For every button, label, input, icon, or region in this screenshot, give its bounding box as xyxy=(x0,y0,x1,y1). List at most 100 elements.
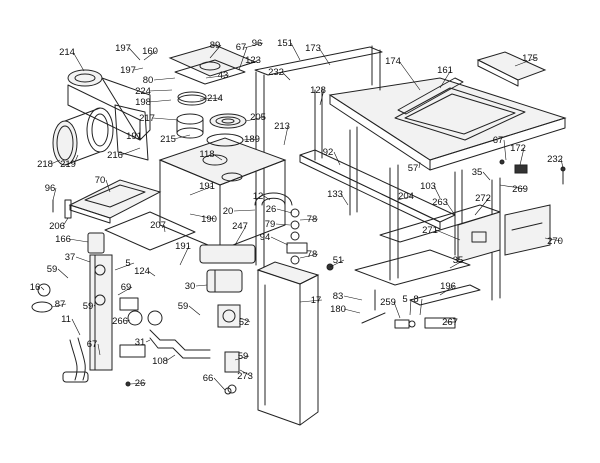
callout-label-213: 213 xyxy=(274,121,290,132)
bolt-259-267 xyxy=(361,312,456,329)
leader-line-52 xyxy=(239,317,251,323)
callout-label-273: 273 xyxy=(237,371,253,382)
leader-line-124 xyxy=(147,270,156,277)
leader-line-205 xyxy=(245,116,265,122)
callout-label-259: 259 xyxy=(380,297,396,308)
leader-line-123 xyxy=(241,59,260,67)
leader-line-80 xyxy=(153,77,176,81)
callout-label-160: 160 xyxy=(142,46,158,57)
callout-label-35: 35 xyxy=(472,167,483,178)
callout-label-103: 103 xyxy=(420,181,436,192)
leader-line-12 xyxy=(263,195,271,201)
callout-label-266: 266 xyxy=(112,316,128,327)
callout-label-30: 30 xyxy=(185,281,196,292)
callout-label-37: 37 xyxy=(65,252,76,263)
callout-label-232a: 232 xyxy=(268,67,284,78)
callout-label-20: 20 xyxy=(223,206,234,217)
leader-line-247 xyxy=(234,225,247,246)
callout-label-8: 8 xyxy=(413,294,418,305)
callout-label-59b: 59 xyxy=(83,301,94,312)
callout-label-232b: 232 xyxy=(547,154,563,165)
callout-label-59a: 59 xyxy=(47,264,58,275)
leader-line-5b xyxy=(409,298,412,316)
callout-label-83: 83 xyxy=(333,291,344,302)
tube-273 xyxy=(224,351,240,394)
callout-label-67a: 67 xyxy=(236,42,247,53)
leader-line-30 xyxy=(195,284,208,287)
pump-247 xyxy=(199,244,256,264)
callout-label-5a: 5 xyxy=(125,258,130,269)
callout-label-172: 172 xyxy=(510,143,526,154)
callout-label-207: 207 xyxy=(150,220,166,231)
callout-label-198: 198 xyxy=(135,97,151,108)
callout-label-174: 174 xyxy=(385,56,401,67)
side-guard-175 xyxy=(476,51,547,87)
filter-166 xyxy=(87,232,105,254)
hose-12 xyxy=(254,192,293,206)
leader-line-172 xyxy=(519,147,525,166)
callout-label-43: 43 xyxy=(218,70,229,81)
callout-label-11: 11 xyxy=(61,314,71,325)
callout-label-78b: 78 xyxy=(307,249,318,260)
leader-line-191c xyxy=(179,245,190,266)
leader-line-20 xyxy=(233,209,256,212)
screw-232-right xyxy=(560,166,566,185)
leader-line-273 xyxy=(239,369,252,377)
leader-line-26a xyxy=(276,208,293,214)
callout-label-12: 12 xyxy=(253,191,264,202)
leader-line-213 xyxy=(283,125,289,146)
callout-label-128: 128 xyxy=(310,85,326,96)
callout-label-118: 118 xyxy=(199,149,214,160)
callout-label-267: 267 xyxy=(442,317,458,328)
fitting-stack-26-79-78 xyxy=(286,208,308,265)
callout-label-189: 189 xyxy=(244,134,260,145)
plate-70 xyxy=(68,179,162,224)
callout-label-69: 69 xyxy=(121,282,132,293)
callout-label-89: 89 xyxy=(210,40,221,51)
callout-label-206: 206 xyxy=(49,221,65,232)
leader-line-206 xyxy=(62,217,69,227)
callout-label-175: 175 xyxy=(522,53,538,64)
leader-line-96b xyxy=(52,187,57,201)
leader-line-59b xyxy=(93,304,96,307)
callout-label-31: 31 xyxy=(135,337,146,348)
callout-label-191a: 191 xyxy=(126,131,142,142)
leader-line-271 xyxy=(435,229,461,241)
table-top-174 xyxy=(328,77,567,171)
leader-line-94 xyxy=(270,236,289,246)
callout-label-92: 92 xyxy=(323,147,334,158)
callout-label-269: 269 xyxy=(512,184,528,195)
leader-line-59c xyxy=(188,305,201,316)
leader-line-174 xyxy=(398,60,421,91)
leader-line-196 xyxy=(439,285,455,296)
callout-label-216: 216 xyxy=(107,150,123,161)
leader-line-166 xyxy=(68,238,89,243)
leader-line-217 xyxy=(152,117,179,121)
leader-line-173 xyxy=(318,47,331,66)
callout-label-79: 79 xyxy=(265,219,276,230)
callout-label-5b: 5 xyxy=(402,294,407,305)
leader-line-216 xyxy=(120,147,141,156)
callout-label-52: 52 xyxy=(239,317,250,328)
callout-label-197a: 197 xyxy=(115,43,131,54)
tank-17 xyxy=(256,261,320,426)
leader-line-11 xyxy=(71,318,81,336)
leader-line-67a xyxy=(238,46,248,71)
callout-label-17: 17 xyxy=(311,295,322,306)
pump-266 xyxy=(119,297,163,326)
grille-205 xyxy=(209,113,247,129)
leader-line-31 xyxy=(145,339,151,343)
leader-line-70 xyxy=(105,179,111,193)
leader-line-180 xyxy=(343,308,361,314)
leader-line-79 xyxy=(275,223,291,226)
callout-label-124: 124 xyxy=(134,266,150,277)
callout-label-272: 272 xyxy=(475,193,491,204)
fence-161 xyxy=(397,77,464,115)
callout-label-59c: 59 xyxy=(178,301,189,312)
leader-line-189 xyxy=(242,138,259,141)
callout-label-133: 133 xyxy=(327,189,343,200)
adapter-215 xyxy=(176,113,204,139)
cap-87 xyxy=(31,301,53,313)
leader-line-118 xyxy=(212,153,223,161)
